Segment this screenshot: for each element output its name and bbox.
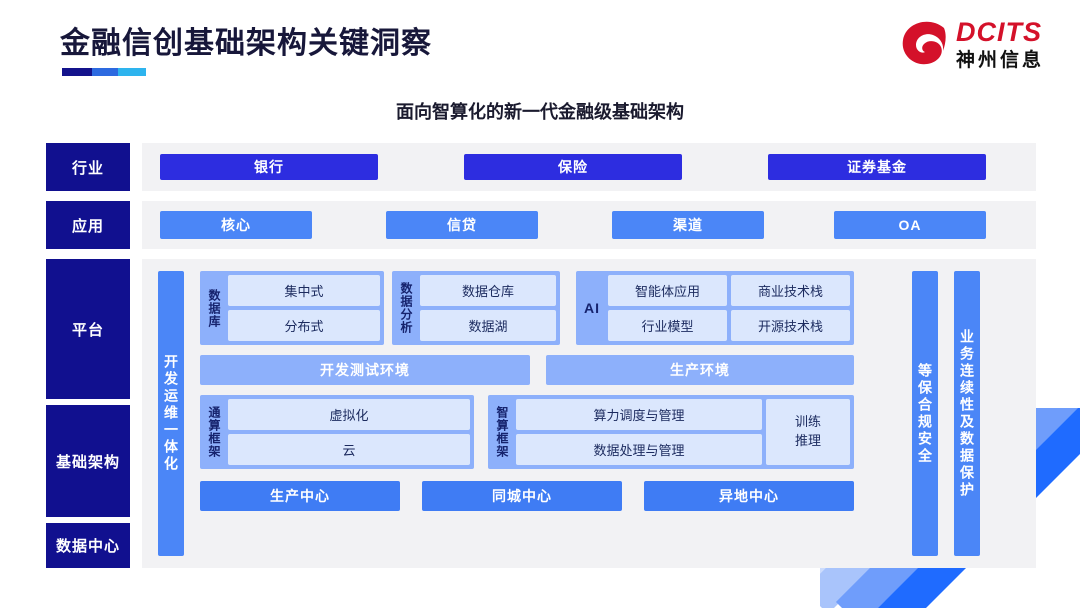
env-bar-production[interactable]: 生产环境 <box>546 355 854 385</box>
cell-cloud[interactable]: 云 <box>228 434 470 465</box>
cell-training-label: 训练 <box>794 414 821 430</box>
row-label-infrastructure: 基础架构 <box>46 405 130 517</box>
row-label-application: 应用 <box>46 201 130 249</box>
group-title-data-analysis: 数据分析 <box>399 282 413 334</box>
industry-chip-insurance[interactable]: 保险 <box>464 154 682 180</box>
datacenter-bar-metro[interactable]: 同城中心 <box>422 481 622 511</box>
row-label-industry: 行业 <box>46 143 130 191</box>
group-title-database: 数据库 <box>207 288 221 328</box>
cell-inference-label: 推理 <box>794 433 821 448</box>
application-chip-core[interactable]: 核心 <box>160 211 312 239</box>
industry-chip-securities-fund[interactable]: 证券基金 <box>768 154 986 180</box>
group-ai: AI 智能体应用 商业技术栈 行业模型 开源技术栈 <box>576 271 854 345</box>
slide-header: 金融信创基础架构关键洞察 DCITS 神州信息 <box>0 0 1080 96</box>
row-application: 应用 核心 信贷 渠道 OA <box>46 201 1036 249</box>
cell-training-inference[interactable]: 训练 推理 <box>766 399 850 465</box>
row-label-datacenter: 数据中心 <box>46 523 130 568</box>
group-database: 数据库 集中式 分布式 <box>200 271 384 345</box>
cell-opensource-tech-stack[interactable]: 开源技术栈 <box>731 310 850 341</box>
cell-data-processing[interactable]: 数据处理与管理 <box>516 434 762 465</box>
platform-stack-panel: 开发运维一体化 等保合规安全 业务连续性及数据保护 数据库 集中式 分布式 数据… <box>142 259 1036 568</box>
group-title-ai: AI <box>584 300 600 316</box>
cell-agent-application[interactable]: 智能体应用 <box>608 275 727 306</box>
row-label-platform: 平台 <box>46 259 130 399</box>
cell-distributed[interactable]: 分布式 <box>228 310 380 341</box>
page-title: 金融信创基础架构关键洞察 <box>60 27 432 60</box>
application-chip-credit[interactable]: 信贷 <box>386 211 538 239</box>
group-data-analysis: 数据分析 数据仓库 数据湖 <box>392 271 560 345</box>
cell-commercial-tech-stack[interactable]: 商业技术栈 <box>731 275 850 306</box>
datacenter-bar-remote[interactable]: 异地中心 <box>644 481 854 511</box>
vertical-bar-business-continuity[interactable]: 业务连续性及数据保护 <box>954 271 980 556</box>
dcits-logo: DCITS 神州信息 <box>900 18 1044 70</box>
group-title-general-compute: 通算框架 <box>207 406 221 458</box>
title-underline-rule <box>62 68 146 76</box>
industry-chip-bank[interactable]: 银行 <box>160 154 378 180</box>
diagram-subtitle: 面向智算化的新一代金融级基础架构 <box>396 102 684 122</box>
stack-inner-content: 数据库 集中式 分布式 数据分析 数据仓库 数据湖 AI <box>200 271 900 556</box>
row-body-application: 核心 信贷 渠道 OA <box>142 201 1036 249</box>
group-general-compute-framework: 通算框架 虚拟化 云 <box>200 395 474 469</box>
cell-virtualization[interactable]: 虚拟化 <box>228 399 470 430</box>
dcits-swirl-icon <box>902 21 946 65</box>
cell-data-warehouse[interactable]: 数据仓库 <box>420 275 556 306</box>
logo-text-en: DCITS <box>955 16 1042 47</box>
group-intelligent-compute-framework: 智算框架 算力调度与管理 数据处理与管理 训练 推理 <box>488 395 854 469</box>
cell-centralized[interactable]: 集中式 <box>228 275 380 306</box>
vertical-bar-devops[interactable]: 开发运维一体化 <box>158 271 184 556</box>
logo-text-cn: 神州信息 <box>955 49 1044 71</box>
datacenter-bar-production[interactable]: 生产中心 <box>200 481 400 511</box>
application-chip-oa[interactable]: OA <box>834 211 986 239</box>
row-body-industry: 银行 保险 证券基金 <box>142 143 1036 191</box>
row-industry: 行业 银行 保险 证券基金 <box>46 143 1036 191</box>
architecture-diagram: 行业 银行 保险 证券基金 应用 核心 信贷 渠道 OA 平台 基础架构 数据中… <box>46 143 1036 568</box>
cell-compute-scheduling[interactable]: 算力调度与管理 <box>516 399 762 430</box>
group-title-intelligent-compute: 智算框架 <box>495 406 509 458</box>
vertical-bar-compliance-security[interactable]: 等保合规安全 <box>912 271 938 556</box>
cell-data-lake[interactable]: 数据湖 <box>420 310 556 341</box>
application-chip-channel[interactable]: 渠道 <box>612 211 764 239</box>
env-bar-dev-test[interactable]: 开发测试环境 <box>200 355 530 385</box>
cell-industry-model[interactable]: 行业模型 <box>608 310 727 341</box>
